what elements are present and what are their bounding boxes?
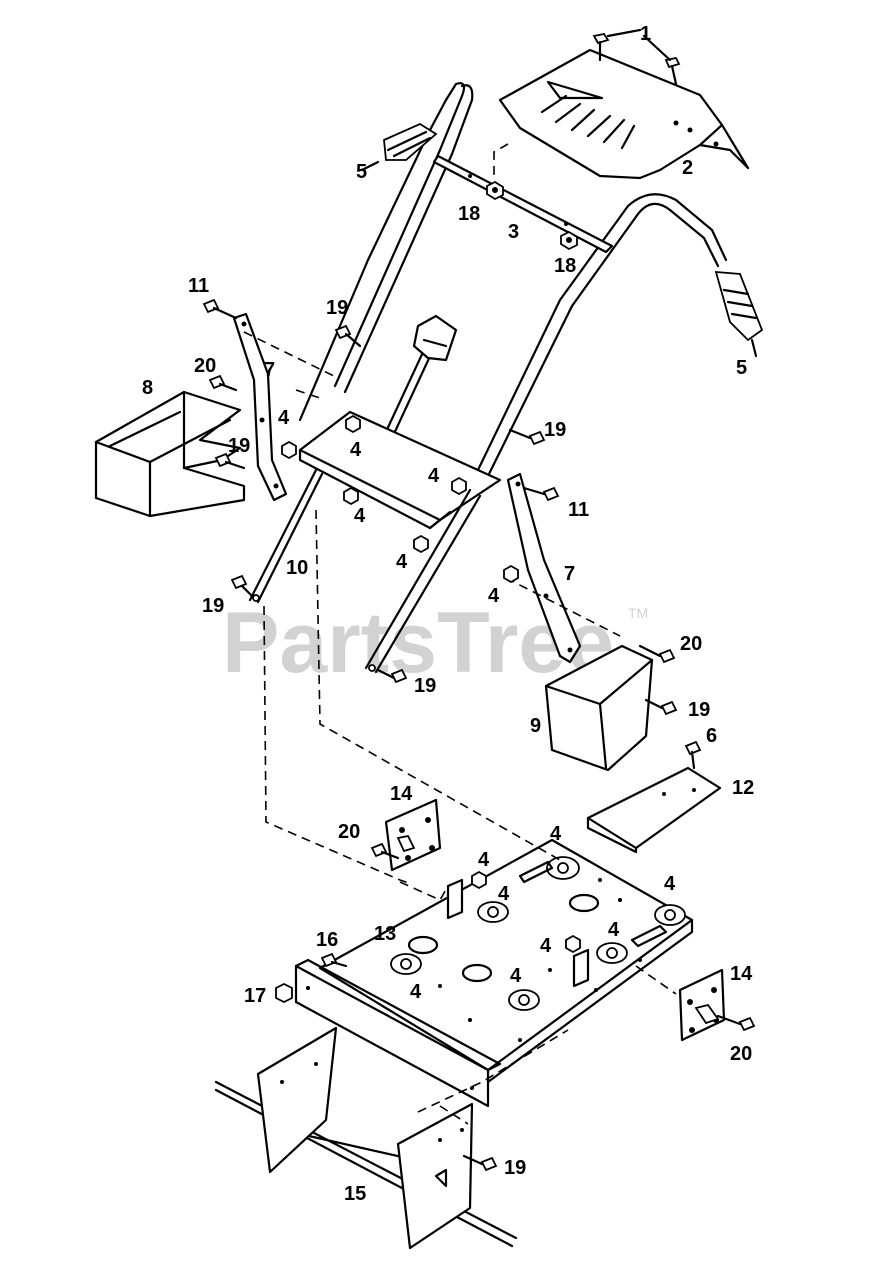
- callout-5-left: 5: [356, 161, 367, 183]
- callout-4-m: 4: [510, 965, 522, 987]
- callout-11-left: 11: [188, 275, 209, 297]
- callout-4-d: 4: [354, 505, 366, 527]
- callout-18-left: 18: [458, 203, 480, 225]
- callout-4-b: 4: [350, 439, 362, 461]
- callout-15: 15: [344, 1183, 366, 1205]
- callout-7-left: 7: [264, 359, 275, 381]
- part-2-top-cover: [498, 48, 750, 180]
- part-9-housing: [544, 644, 654, 772]
- callout-8: 8: [142, 377, 153, 399]
- control-rod: [382, 314, 458, 440]
- part-14-plate-right: [678, 968, 726, 1042]
- callout-labels: 1 2 3 5 5 18 18 11 11 19 19 19 19 19 19 …: [142, 23, 754, 1205]
- part-14-plate-left: [384, 798, 442, 872]
- handle-left: [298, 82, 474, 422]
- hardware-nuts: [275, 414, 581, 1004]
- handle-right: [476, 193, 764, 478]
- callout-7-right: 7: [564, 563, 575, 585]
- callout-4-g: 4: [550, 823, 562, 845]
- part-15-axle: [214, 1026, 518, 1250]
- callout-20-b: 20: [680, 633, 702, 655]
- callout-6: 6: [706, 725, 717, 747]
- callout-19-d: 19: [202, 595, 224, 617]
- callout-16: 16: [316, 929, 338, 951]
- callout-18-right: 18: [554, 255, 576, 277]
- assembly-dash-lines: [243, 331, 677, 1125]
- callout-19-e: 19: [414, 675, 436, 697]
- callout-4-a: 4: [278, 407, 290, 429]
- callout-5-right: 5: [736, 357, 747, 379]
- callout-19-b: 19: [544, 419, 566, 441]
- callout-4-n: 4: [410, 981, 422, 1003]
- callout-4-i: 4: [498, 883, 510, 905]
- callout-4-l: 4: [540, 935, 552, 957]
- base-tabs: [446, 878, 590, 988]
- callout-20-d: 20: [730, 1043, 752, 1065]
- callout-19-g: 19: [504, 1157, 526, 1179]
- callout-20-c: 20: [338, 821, 360, 843]
- callout-11-right: 11: [568, 499, 589, 521]
- part-1-bolts: [592, 28, 681, 86]
- callout-4-f: 4: [488, 585, 500, 607]
- callout-4-e: 4: [396, 551, 408, 573]
- part-12-wedge-plate: [586, 766, 722, 854]
- callout-10: 10: [286, 557, 308, 579]
- callout-19-c: 19: [228, 435, 250, 457]
- hardware-bolts: [202, 298, 756, 1172]
- part-18-nuts: [486, 180, 578, 251]
- watermark-trademark: TM: [628, 605, 648, 621]
- callout-13: 13: [374, 923, 396, 945]
- callout-12: 12: [732, 777, 754, 799]
- part-3-cross-bar: [432, 154, 614, 254]
- callout-14-right: 14: [730, 963, 753, 985]
- callout-1: 1: [640, 23, 651, 45]
- part-8-weight: [94, 390, 246, 518]
- callout-4-k: 4: [608, 919, 620, 941]
- lower-right-strut: [364, 488, 482, 674]
- center-plate: [298, 410, 502, 530]
- callout-20-a: 20: [194, 355, 216, 377]
- callout-4-c: 4: [428, 465, 440, 487]
- callout-17: 17: [244, 985, 266, 1007]
- part-7-bracket-left: [232, 312, 288, 502]
- callout-19-a: 19: [326, 297, 348, 319]
- callout-4-j: 4: [664, 873, 676, 895]
- callout-14-left: 14: [390, 783, 413, 805]
- callout-9: 9: [530, 715, 541, 737]
- callout-3: 3: [508, 221, 519, 243]
- part-10-strut: [248, 468, 324, 604]
- callout-4-h: 4: [478, 849, 490, 871]
- callout-19-f: 19: [688, 699, 710, 721]
- callout-2: 2: [682, 157, 693, 179]
